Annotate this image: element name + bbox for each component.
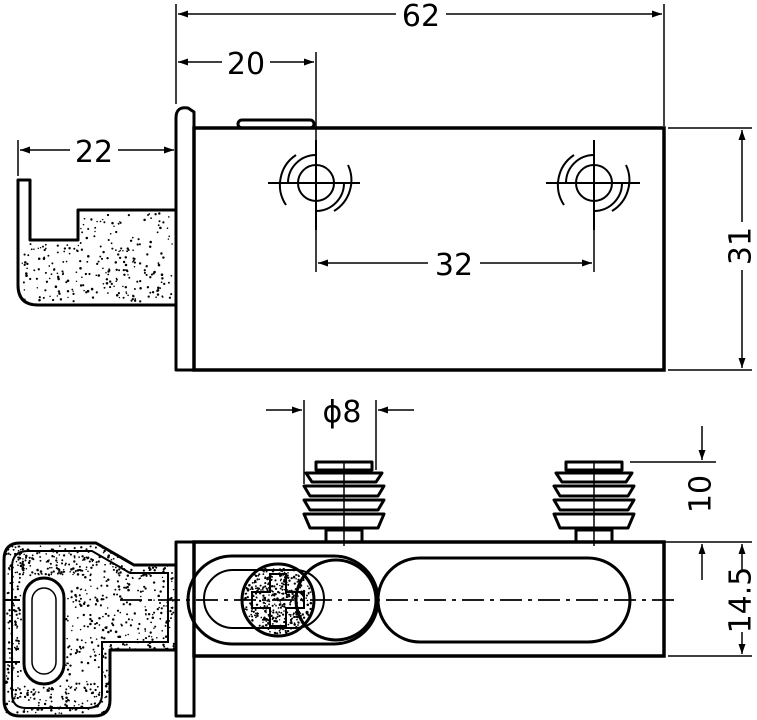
dimension-hole-spacing: 32 — [315, 230, 595, 283]
mounting-flange — [174, 106, 196, 372]
dimension-clamp-depth: 22 — [17, 135, 174, 176]
dowel-plug-left — [302, 460, 386, 546]
top-view: 62 20 22 32 31 — [16, 0, 757, 372]
dimension-height: 31 — [668, 127, 757, 371]
dimension-label-22: 22 — [75, 135, 113, 170]
screw-hole-left — [268, 140, 360, 230]
dimension-hole-offset: 20 — [178, 47, 317, 140]
dimension-label-31: 31 — [724, 227, 757, 265]
side-clamp-hatching — [4, 545, 176, 715]
dimension-label-32: 32 — [435, 248, 473, 283]
phillips-cross-icon — [251, 573, 305, 627]
dimension-body-height: 14.5 — [668, 544, 757, 657]
dimension-label-62: 62 — [402, 0, 440, 34]
screw-hole-right — [546, 140, 640, 230]
dimension-plug-length: 10 — [630, 426, 752, 580]
clamp-section — [16, 178, 178, 307]
dowel-plug-right — [552, 460, 636, 546]
dimension-plug-diameter: ϕ8 — [266, 395, 414, 484]
bottom-view: ϕ8 10 14.5 — [2, 395, 757, 718]
dimension-overall-width: 62 — [175, 0, 665, 126]
side-flange — [174, 540, 196, 718]
clamp-hatching — [21, 212, 173, 303]
dimension-label-20: 20 — [227, 47, 265, 82]
side-clamp-section — [2, 541, 178, 718]
dimension-label-14-5: 14.5 — [724, 567, 757, 634]
dimension-label-phi8: ϕ8 — [323, 395, 362, 430]
dimension-label-10: 10 — [684, 475, 719, 513]
top-tab — [236, 118, 316, 130]
